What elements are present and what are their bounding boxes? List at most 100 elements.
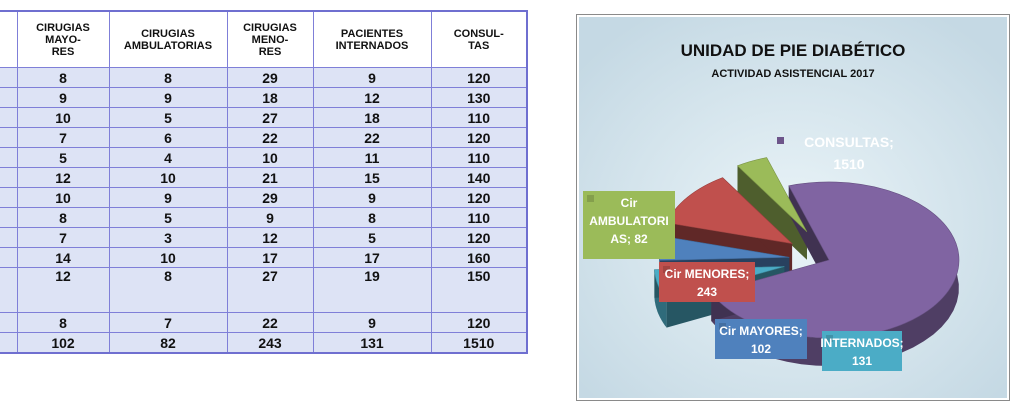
header-month: S — [0, 10, 18, 68]
cell-internados: 9 — [312, 67, 432, 88]
cell-menores: 12 — [226, 227, 314, 248]
data-label-key — [826, 335, 833, 342]
cell-internados: 12 — [312, 87, 432, 108]
data-label-key — [587, 195, 594, 202]
cell-consultas: 120 — [430, 227, 528, 248]
cell-internados: 11 — [312, 147, 432, 168]
data-label-cir-menores: Cir MENORES; 243 — [659, 262, 755, 302]
cell-consultas: 130 — [430, 87, 528, 108]
cell-menores: 10 — [226, 147, 314, 168]
data-label-line: AS; 82 — [610, 232, 648, 246]
cell-menores: 27 — [226, 267, 314, 313]
cell-mayores: 7 — [16, 227, 110, 248]
cell-ambulatorias: 7 — [108, 312, 228, 333]
data-label-key — [719, 323, 726, 330]
cell-mayores: 10 — [16, 187, 110, 208]
total-mayores: 102 — [16, 332, 110, 354]
cell-menores: 27 — [226, 107, 314, 128]
cell-menores: 17 — [226, 247, 314, 268]
cell-menores: 22 — [226, 127, 314, 148]
total-ambulatorias: 82 — [108, 332, 228, 354]
chart-title: UNIDAD DE PIE DIABÉTICO — [681, 41, 906, 60]
data-label-key — [777, 137, 784, 144]
cell-mayores: 5 — [16, 147, 110, 168]
data-label-line: 1510 — [833, 156, 864, 172]
pie-chart-panel: UNIDAD DE PIE DIABÉTICO ACTIVIDAD ASISTE… — [576, 14, 1010, 401]
cell-consultas: 160 — [430, 247, 528, 268]
cell-mayores: 8 — [16, 312, 110, 333]
data-label-line: CONSULTAS; — [804, 134, 894, 150]
cell-ambulatorias: 8 — [108, 267, 228, 313]
cell-consultas: 120 — [430, 127, 528, 148]
row-month-cell: re — [0, 312, 18, 333]
total-menores: 243 — [226, 332, 314, 354]
cell-internados: 9 — [312, 312, 432, 333]
data-label-consultas: CONSULTAS; 1510 — [777, 134, 894, 172]
data-label-box — [715, 319, 807, 359]
data-label-line: 131 — [852, 354, 872, 368]
row-month-cell — [0, 207, 18, 228]
row-month-cell — [0, 67, 18, 88]
cell-menores: 18 — [226, 87, 314, 108]
cell-menores: 9 — [226, 207, 314, 228]
cell-internados: 8 — [312, 207, 432, 228]
data-label-line: 243 — [697, 285, 717, 299]
cell-menores: 29 — [226, 67, 314, 88]
svg-text:Cir MAYORES;102: Cir MAYORES;102 — [719, 324, 803, 356]
cell-ambulatorias: 5 — [108, 107, 228, 128]
data-label-line: AMBULATORI — [589, 214, 669, 228]
data-label-box — [822, 331, 902, 371]
cell-ambulatorias: 5 — [108, 207, 228, 228]
data-label-internados: INTERNADOS; 131 — [820, 331, 904, 371]
table-row: re73125120 — [0, 227, 528, 248]
cell-internados: 18 — [312, 107, 432, 128]
cell-ambulatorias: 4 — [108, 147, 228, 168]
data-label-line: INTERNADOS; — [820, 336, 903, 350]
cell-ambulatorias: 10 — [108, 167, 228, 188]
cell-consultas: 120 — [430, 67, 528, 88]
row-month-cell — [0, 187, 18, 208]
cell-internados: 17 — [312, 247, 432, 268]
cell-ambulatorias: 6 — [108, 127, 228, 148]
cell-consultas: 150 — [430, 267, 528, 313]
cell-mayores: 14 — [16, 247, 110, 268]
total-consultas: 1510 — [430, 332, 528, 354]
cell-internados: 9 — [312, 187, 432, 208]
cell-internados: 19 — [312, 267, 432, 313]
data-label-key — [663, 266, 670, 273]
row-month-cell: - — [0, 267, 18, 313]
cell-consultas: 110 — [430, 107, 528, 128]
cell-internados: 15 — [312, 167, 432, 188]
cell-mayores: 9 — [16, 87, 110, 108]
cell-consultas: 110 — [430, 207, 528, 228]
total-internados: 131 — [312, 332, 432, 354]
data-label-line: Cir MAYORES; — [719, 324, 803, 338]
pie-chart: UNIDAD DE PIE DIABÉTICO ACTIVIDAD ASISTE… — [579, 17, 1007, 398]
cell-menores: 22 — [226, 312, 314, 333]
cell-mayores: 12 — [16, 267, 110, 313]
row-month-cell — [0, 167, 18, 188]
table-row: re87229120 — [0, 312, 528, 333]
cell-internados: 5 — [312, 227, 432, 248]
cell-ambulatorias: 8 — [108, 67, 228, 88]
cell-internados: 22 — [312, 127, 432, 148]
row-month-cell: re — [0, 227, 18, 248]
pie-slice-side-consultas-0 — [788, 185, 829, 288]
svg-text:Cir MENORES;243: Cir MENORES; 243 — [665, 267, 750, 299]
pie-slice-side-cir-ambulatorias-0 — [737, 165, 807, 260]
header-consultas: CONSUL-TAS — [430, 10, 528, 68]
data-label-line: Cir MENORES; — [665, 267, 750, 281]
